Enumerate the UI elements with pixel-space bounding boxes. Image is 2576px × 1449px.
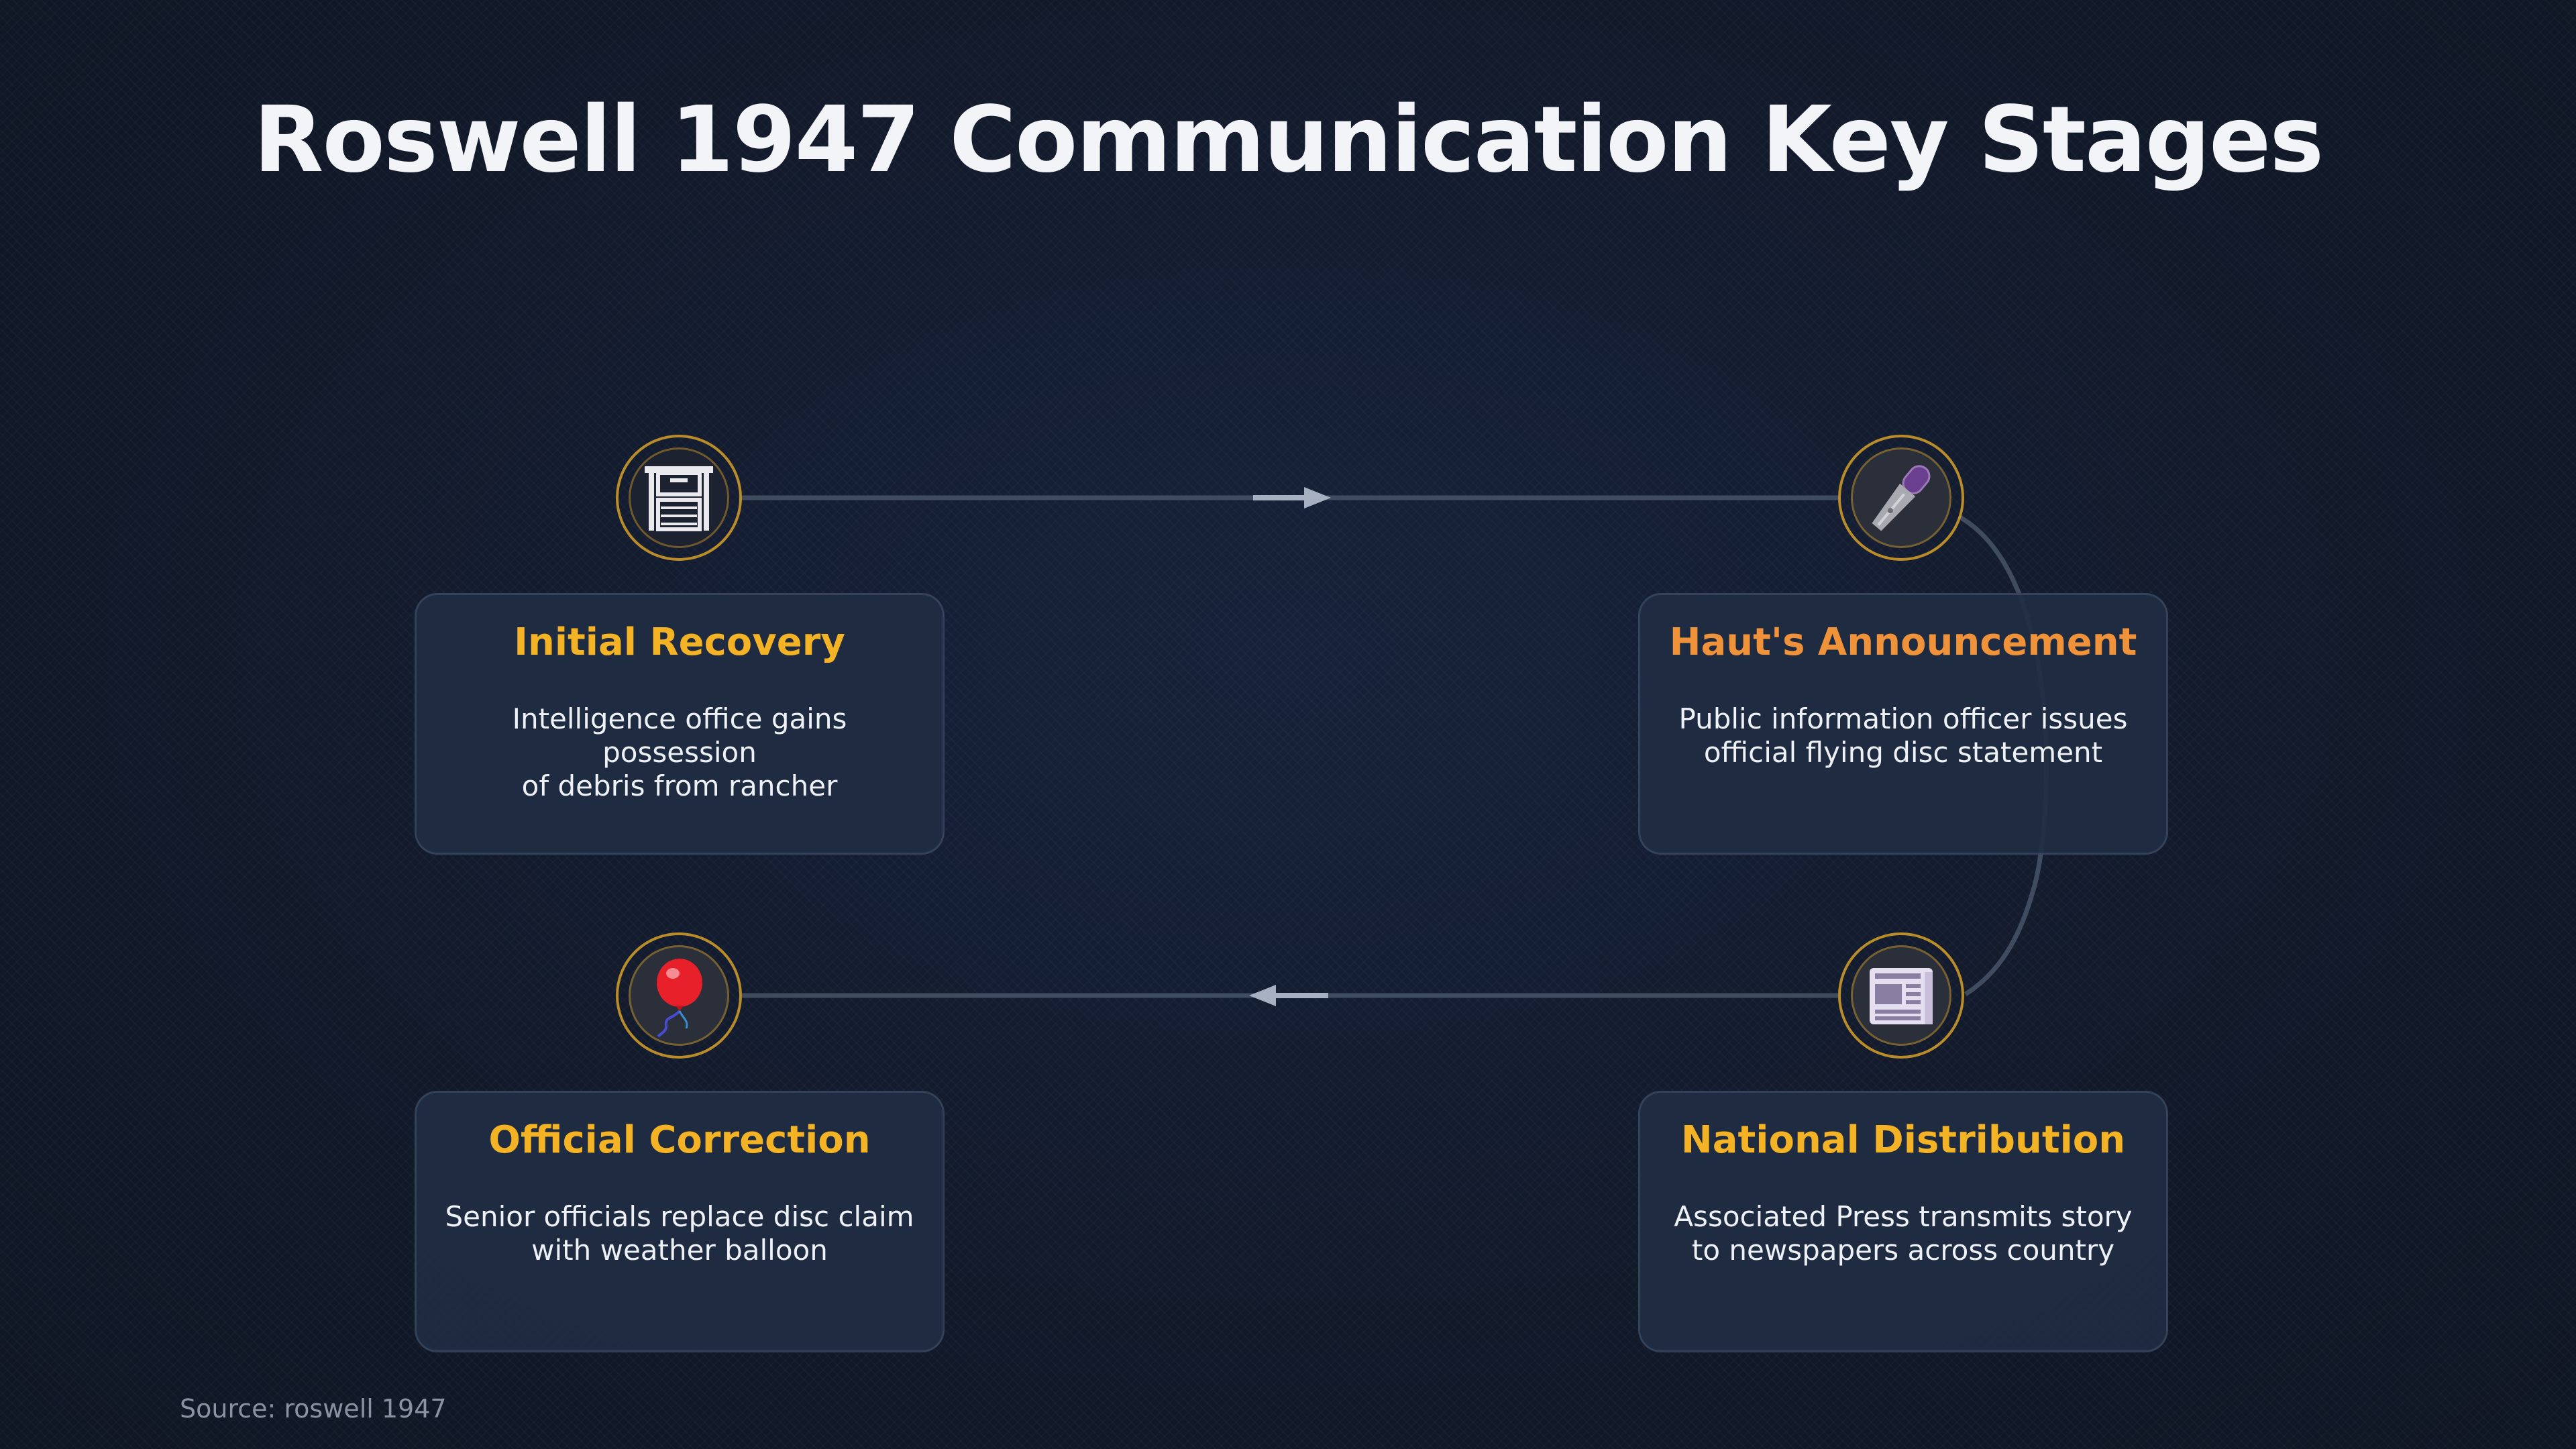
stage-title: Haut's Announcement <box>1669 621 2137 664</box>
stage-card-initial-recovery: Initial Recovery Intelligence office gai… <box>415 593 945 855</box>
newspaper-icon <box>1851 945 1951 1046</box>
stage-description: Senior officials replace disc claim with… <box>445 1200 914 1267</box>
stage-title: National Distribution <box>1680 1118 2126 1162</box>
stage-3-icon-ring <box>1838 932 1964 1059</box>
stage-4-icon-ring <box>616 932 742 1059</box>
arrow-left <box>1249 985 1328 1006</box>
building-icon <box>629 447 729 548</box>
stage-description: Intelligence office gains possession of … <box>512 702 847 802</box>
stage-card-national-distribution: National Distribution Associated Press t… <box>1638 1091 2168 1352</box>
stage-card-hauts-announcement: Haut's Announcement Public information o… <box>1638 593 2168 855</box>
page-title: Roswell 1947 Communication Key Stages <box>253 87 2324 193</box>
balloon-icon <box>629 945 729 1046</box>
source-note: Source: roswell 1947 <box>180 1394 447 1424</box>
stage-description: Public information officer issues offici… <box>1678 702 2128 769</box>
stage-card-official-correction: Official Correction Senior officials rep… <box>415 1091 945 1352</box>
stage-description: Associated Press transmits story to news… <box>1674 1200 2133 1267</box>
arrow-right <box>1253 487 1331 508</box>
stage-2-icon-ring <box>1838 435 1964 561</box>
stage-1-icon-ring <box>616 435 742 561</box>
microphone-icon <box>1851 447 1951 548</box>
stage-title: Official Correction <box>488 1118 871 1162</box>
stage-title: Initial Recovery <box>514 621 845 664</box>
